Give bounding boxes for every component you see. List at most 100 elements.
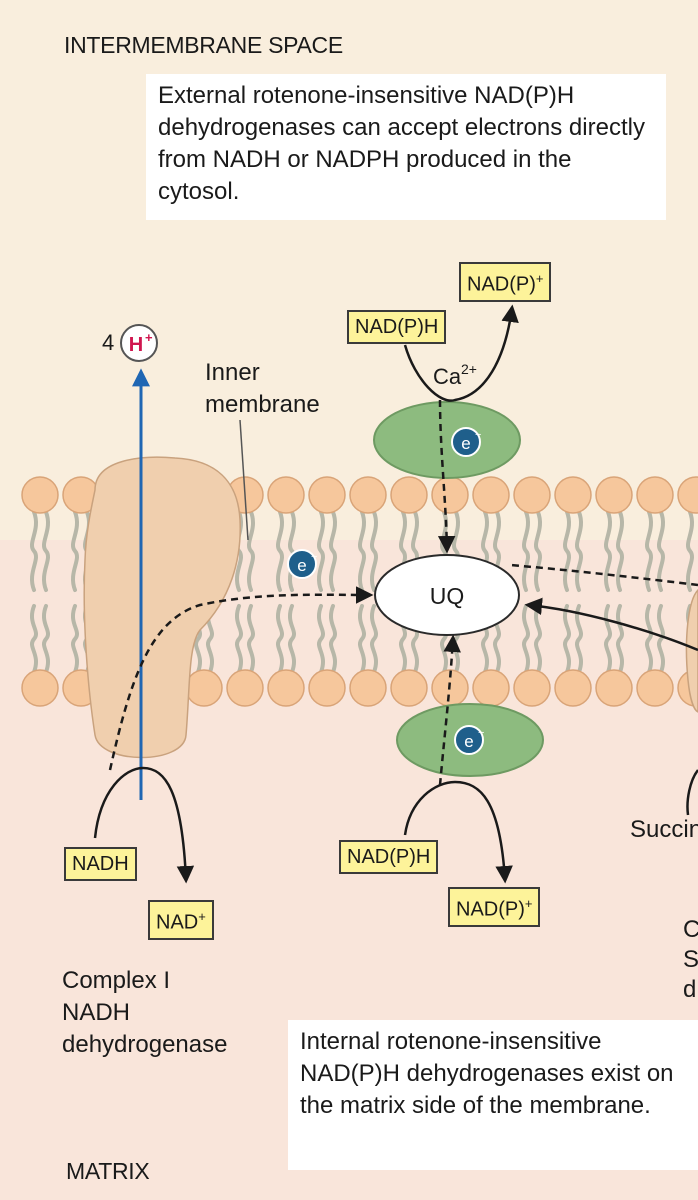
lipid-tail	[276, 510, 284, 592]
svg-text:−: −	[475, 429, 481, 441]
lipid-tail	[329, 510, 337, 592]
svg-text:2+: 2+	[461, 361, 477, 377]
lipid-head	[185, 669, 223, 707]
lipid-head	[513, 669, 551, 707]
lipid-head	[390, 476, 428, 514]
lipid-tail	[358, 604, 366, 674]
lipid-head	[595, 476, 633, 514]
lipid-tail	[657, 510, 665, 592]
svg-text:Ca: Ca	[433, 364, 462, 389]
internal-reaction-arrow	[403, 780, 513, 884]
lipid-head	[554, 476, 592, 514]
lipid-head	[349, 476, 387, 514]
lipid-tail	[575, 604, 583, 674]
complex1-label-line1: Complex I	[62, 967, 171, 994]
internal-dehydrogenase-note: Internal rotenone-insensitive NAD(P)H de…	[288, 1020, 698, 1170]
matrix-label: MATRIX	[66, 1158, 150, 1184]
electron-icon-internal: e −	[454, 725, 484, 755]
ubiquinone-label: UQ	[430, 583, 465, 609]
lipid-head	[431, 476, 469, 514]
lipid-head	[21, 476, 59, 514]
lipid-head	[677, 476, 698, 514]
lipid-head	[267, 476, 305, 514]
svg-text:e: e	[297, 556, 306, 575]
lipid-head	[472, 669, 510, 707]
complex1-protein	[83, 456, 241, 759]
lipid-tail	[317, 510, 325, 592]
lipid-tail	[276, 604, 284, 674]
complex1-label-line3: dehydrogenase	[62, 1031, 228, 1058]
lipid-tail	[616, 604, 624, 674]
lipid-tail	[30, 604, 38, 674]
lipid-head	[308, 476, 346, 514]
tag-internal-reduced: NAD(P)H	[339, 840, 439, 874]
lipid-tail	[71, 510, 79, 592]
lipid-tail	[563, 604, 571, 674]
inner-membrane-label-line1: Inner	[205, 359, 260, 386]
electron-path-right	[524, 597, 698, 652]
electron-icon-membrane: e −	[287, 549, 317, 579]
tag-internal-oxidized: NAD(P)+	[448, 887, 541, 927]
svg-text:4: 4	[102, 330, 114, 355]
lipid-head	[226, 669, 264, 707]
svg-text:e: e	[461, 434, 470, 453]
lipid-head	[308, 669, 346, 707]
lipid-tail	[358, 510, 366, 592]
tag-complex1-reduced: NADH	[64, 847, 137, 881]
tag-complex1-oxidized: NAD+	[148, 900, 214, 940]
external-dehydrogenase-note: External rotenone-insensitive NAD(P)H de…	[146, 74, 666, 220]
succinate-arrow-partial	[686, 769, 698, 816]
inner-membrane-leader	[239, 419, 249, 541]
electron-icon-external: e −	[451, 427, 481, 457]
electron-path-internal	[438, 634, 461, 786]
lipid-head	[513, 476, 551, 514]
calcium-label: Ca 2+	[433, 361, 477, 389]
lipid-tail	[534, 510, 542, 592]
lipid-tail	[534, 604, 542, 674]
partial-text-c: C	[683, 916, 698, 943]
lipid-tail	[604, 510, 612, 592]
lipid-head	[595, 669, 633, 707]
complex1-label-line2: NADH	[62, 999, 131, 1026]
tag-external-oxidized: NAD(P)+	[459, 262, 552, 302]
partial-text-d: d	[683, 976, 697, 1003]
complex1-reaction-arrow	[93, 766, 195, 884]
partial-text-s: S	[683, 946, 698, 973]
lipid-tail	[563, 510, 571, 592]
lipid-tail	[30, 510, 38, 592]
succinate-label-partial: Succin	[630, 816, 698, 843]
svg-text:−: −	[311, 551, 317, 563]
proton-icon: 4 H +	[102, 324, 158, 362]
lipid-tail	[288, 510, 296, 592]
svg-text:H: H	[129, 334, 143, 356]
lipid-tail	[42, 604, 50, 674]
lipid-tail	[686, 510, 694, 592]
lipid-tail	[522, 604, 530, 674]
inner-membrane-label-line2: membrane	[205, 391, 320, 418]
electron-path-external	[437, 399, 456, 554]
right-protein-partial	[685, 588, 698, 713]
lipid-tail	[645, 510, 653, 592]
lipid-tail	[288, 604, 296, 674]
lipid-head	[349, 669, 387, 707]
lipid-head	[554, 669, 592, 707]
lipid-head	[267, 669, 305, 707]
lipid-tail	[370, 510, 378, 592]
external-reaction-arrow	[403, 304, 519, 402]
svg-text:e: e	[464, 732, 473, 751]
svg-text:−: −	[478, 727, 484, 739]
lipid-head	[636, 669, 674, 707]
lipid-tail	[235, 604, 243, 674]
lipid-tail	[575, 510, 583, 592]
lipid-tail	[329, 604, 337, 674]
electron-path-complex1	[108, 586, 374, 771]
svg-text:+: +	[145, 330, 153, 345]
lipid-head	[636, 476, 674, 514]
lipid-head	[21, 669, 59, 707]
lipid-tail	[657, 604, 665, 674]
lipid-head	[472, 476, 510, 514]
lipid-tail	[645, 604, 653, 674]
lipid-tail	[370, 604, 378, 674]
lipid-tail	[71, 604, 79, 674]
